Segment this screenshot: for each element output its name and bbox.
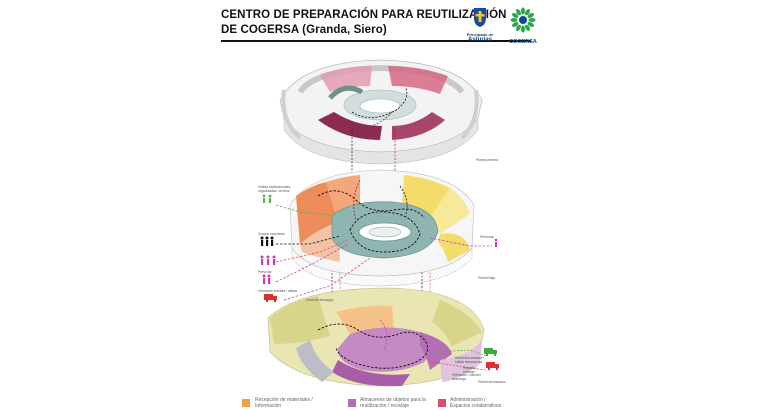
group-person-icon bbox=[260, 236, 274, 246]
green-truck-icon bbox=[484, 348, 497, 357]
vehicles-annotation: Vehículos entrada / salida bbox=[258, 289, 297, 293]
basement-floor bbox=[267, 287, 487, 387]
unloading-annotation: Zona de descarga bbox=[306, 298, 334, 302]
asturias-caption: Principado de bbox=[466, 32, 494, 37]
legend-label-reception: Recepción de materiales /Información bbox=[255, 397, 313, 409]
right-staff-icon bbox=[494, 238, 498, 247]
bottom-right-annotation-2: Reparto / entrega bbox=[463, 366, 477, 374]
basement-floor-label: Planta semisótano bbox=[478, 380, 506, 384]
upper-floor-label: Planta primera bbox=[476, 158, 499, 162]
legend-swatch-storage bbox=[348, 399, 356, 407]
asturias-logo: Principado de Asturias bbox=[463, 6, 497, 43]
visitor-person-icon bbox=[262, 194, 272, 203]
delivery-truck-icon bbox=[264, 294, 277, 303]
title-line-1: CENTRO DE PREPARACIÓN PARA REUTILIZACIÓN bbox=[221, 9, 507, 21]
legend-swatch-admin bbox=[438, 399, 446, 407]
legend-swatch-reception bbox=[242, 399, 250, 407]
legend-label-admin: Administración /Espacios colaborativos bbox=[450, 397, 502, 409]
personal-annotation: Personal bbox=[258, 270, 272, 274]
title-line-2: DE COGERSA (Granda, Siero) bbox=[221, 24, 387, 36]
cogersa-sun-icon bbox=[510, 7, 536, 33]
ground-floor-label: Planta baja bbox=[478, 276, 495, 280]
asturias-name: Asturias bbox=[467, 37, 492, 43]
bottom-right-annotation-3: Vehículos / camión descarga bbox=[452, 373, 481, 381]
personal-person-icon bbox=[262, 274, 271, 284]
groups-annotation: Grupos escolares bbox=[258, 232, 285, 236]
ground-floor bbox=[289, 169, 475, 287]
upper-floor bbox=[279, 59, 483, 165]
cogersa-name: COGERSA bbox=[509, 39, 537, 45]
asturias-crest-icon bbox=[474, 8, 486, 27]
staff-person-icon bbox=[260, 255, 276, 265]
bottom-right-annotation-1: Vehículos entrada / salida mercancías bbox=[455, 356, 485, 364]
cogersa-logo: COGERSA bbox=[507, 6, 539, 45]
ground-right-annotation: Personal bbox=[480, 235, 494, 239]
people-icons bbox=[260, 194, 499, 371]
visitors-annotation: Visitas institucionales, organizadas, ce… bbox=[258, 185, 292, 193]
red-truck-icon bbox=[486, 362, 499, 371]
title-rule bbox=[221, 40, 531, 42]
page-title: CENTRO DE PREPARACIÓN PARA REUTILIZACIÓN… bbox=[221, 8, 507, 38]
